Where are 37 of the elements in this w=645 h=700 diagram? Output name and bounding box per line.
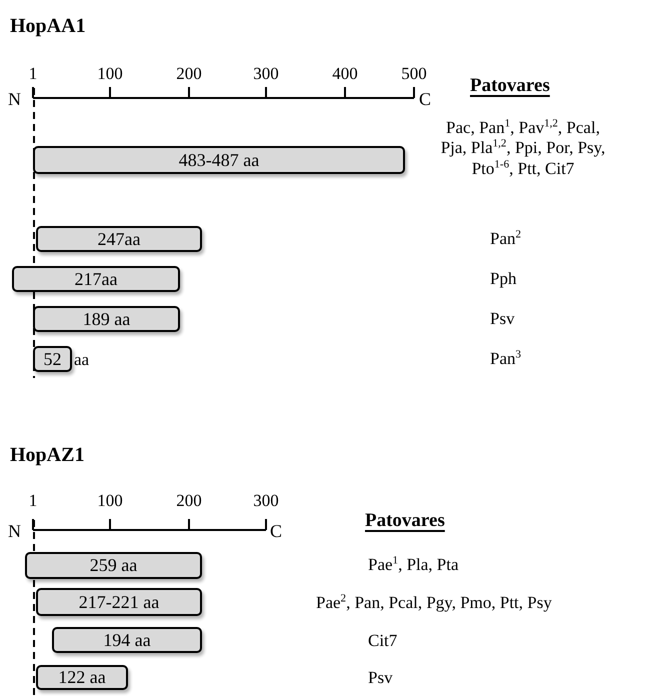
section-title: HopAZ1 <box>10 443 84 467</box>
pathovar-list: Pac, Pan$^{1}$, Pav$^{1,2}$, Pcal, Pja, Pla$^{1,2}$, Ppi, Por, Psy, Pto$^{1-6}$, Ptt, Cit7 <box>434 118 612 180</box>
tick-label: 200 <box>176 64 202 84</box>
tick-label: 500 <box>401 64 427 84</box>
protein-length-bar: 259 aa <box>25 552 202 579</box>
pathovar-list: Pph <box>490 269 516 290</box>
protein-length-bar: 194 aa <box>52 627 202 653</box>
tick-label: 400 <box>332 64 358 84</box>
protein-length-bar: 122 aa <box>36 665 128 690</box>
pathovar-list: Pae$^{1}$, Pla, Pta <box>368 555 459 576</box>
protein-length-bar: 52 <box>33 346 72 372</box>
terminus-label: C <box>270 521 282 543</box>
section-title: HopAA1 <box>10 14 86 38</box>
pathovar-list: Pan$^{3}$ <box>490 349 522 370</box>
tick-label: 1 <box>28 491 38 512</box>
pathovar-list: Pae$^{2}$, Pan, Pcal, Pgy, Pmo, Ptt, Psy <box>316 593 552 614</box>
tick-label: 300 <box>253 64 279 84</box>
protein-length-bar: 483-487 aa <box>33 146 405 174</box>
protein-length-bar: 217-221 aa <box>36 588 202 616</box>
tick-label: 100 <box>97 491 123 512</box>
unit-label: aa <box>74 350 90 370</box>
pathovar-list: Psv <box>490 309 515 330</box>
protein-length-bar: 189 aa <box>33 306 180 332</box>
terminus-label: N <box>8 89 21 111</box>
tick-label: 1 <box>28 64 38 84</box>
pathovar-list: Pan$^{2}$ <box>490 229 522 250</box>
terminus-label: C <box>419 89 432 111</box>
pathovar-list: Psv <box>368 668 393 688</box>
protein-length-bar: 247aa <box>36 226 202 252</box>
pathovar-list: Cit7 <box>368 631 398 652</box>
tick-label: 100 <box>97 64 123 84</box>
column-header: Patovares <box>365 510 445 533</box>
tick-label: 300 <box>253 491 279 512</box>
terminus-label: N <box>8 521 21 543</box>
tick-label: 200 <box>176 491 202 512</box>
protein-length-bar: 217aa <box>12 266 180 292</box>
column-header: Patovares <box>470 75 550 98</box>
